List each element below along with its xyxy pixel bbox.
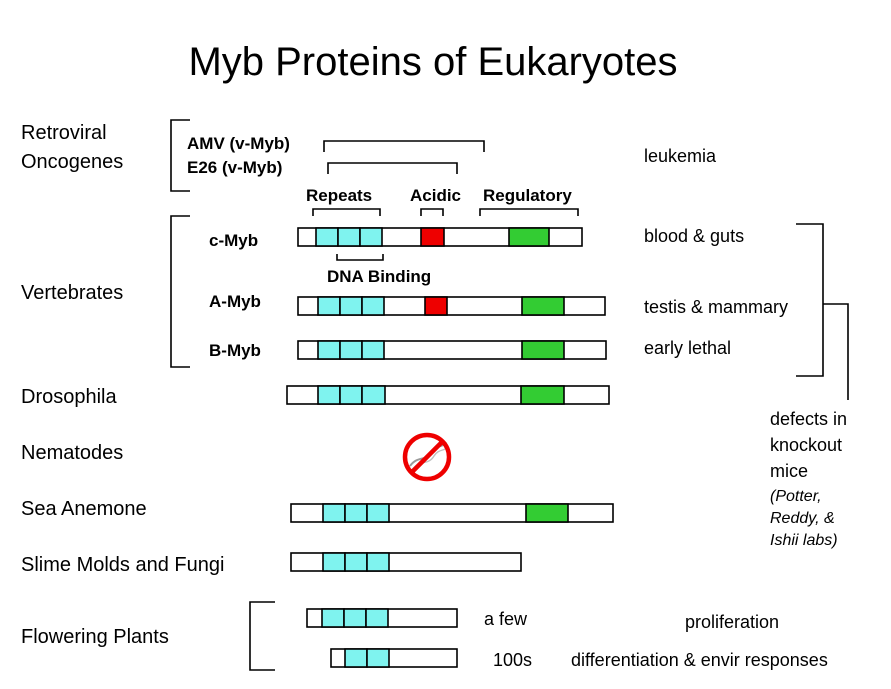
myb-repeat-2 (337, 227, 361, 247)
regulatory-domain (520, 385, 565, 405)
protein-bar-a-myb (297, 296, 606, 316)
myb-repeat-3 (361, 296, 385, 316)
note-early-lethal: early lethal (644, 338, 731, 358)
acidic-domain (420, 227, 445, 247)
note-differentiation: differentiation & envir responses (571, 650, 828, 670)
regulatory-domain (525, 503, 569, 523)
myb-repeat-3 (361, 340, 385, 360)
protein-bar-plants-100s (330, 648, 458, 668)
protein-label-e26: E26 (v-Myb) (187, 158, 282, 177)
myb-repeat-2 (339, 340, 363, 360)
protein-label-b-myb: B-Myb (209, 341, 261, 360)
protein-label-amv: AMV (v-Myb) (187, 134, 290, 153)
protein-bar-plants-a-few (306, 608, 458, 628)
myb-repeat-1 (344, 648, 368, 668)
myb-repeat-2 (339, 385, 363, 405)
protein-bar-c-myb (297, 227, 583, 247)
bracket-repeats (312, 208, 381, 216)
group-label-sea-anemone: Sea Anemone (21, 498, 147, 520)
note-ref-line2: Reddy, & (770, 510, 835, 527)
myb-repeat-2 (339, 296, 363, 316)
bracket-dna-binding (336, 254, 384, 261)
page-title: Myb Proteins of Eukaryotes (188, 40, 677, 84)
protein-bar-b-myb (297, 340, 607, 360)
note-defects-line1: defects in (770, 409, 847, 429)
bracket-regulatory (479, 208, 579, 216)
myb-repeat-3 (366, 503, 390, 523)
group-label-drosophila: Drosophila (21, 386, 117, 408)
myb-repeat-1 (315, 227, 339, 247)
note-a-few: a few (484, 609, 528, 629)
group-label-retroviral-line2: Oncogenes (21, 151, 123, 173)
protein-label-c-myb: c-Myb (209, 231, 258, 250)
bracket-vertebrates (170, 215, 190, 368)
myb-repeat-2 (344, 503, 368, 523)
group-label-slime-molds: Slime Molds and Fungi (21, 554, 224, 576)
myb-repeat-1 (317, 340, 341, 360)
span-e26 (327, 162, 458, 174)
protein-bar-slime-molds (290, 552, 522, 572)
bracket-retroviral (170, 119, 190, 192)
protein-bar-sea-anemone (290, 503, 614, 523)
domain-label-regulatory: Regulatory (483, 186, 572, 205)
myb-repeat-1 (322, 552, 346, 572)
group-label-nematodes: Nematodes (21, 442, 123, 464)
no-worm-icon (402, 432, 452, 482)
myb-repeat-3 (366, 552, 390, 572)
span-amv (323, 140, 485, 152)
note-leukemia: leukemia (644, 146, 717, 166)
note-100s: 100s (493, 650, 532, 670)
note-defects-line3: mice (770, 461, 808, 481)
protein-label-a-myb: A-Myb (209, 292, 261, 311)
domain-label-dna-binding: DNA Binding (327, 267, 431, 286)
myb-repeat-1 (317, 296, 341, 316)
myb-repeat-3 (359, 227, 383, 247)
note-testis-mammary: testis & mammary (644, 297, 788, 317)
myb-repeat-3 (361, 385, 386, 405)
bracket-flowering-plants (249, 601, 275, 671)
note-proliferation: proliferation (685, 612, 779, 632)
protein-bar-drosophila (286, 385, 610, 405)
bracket-acidic (420, 208, 444, 216)
acidic-domain (424, 296, 448, 316)
myb-repeat-3 (365, 608, 389, 628)
myb-repeat-2 (343, 608, 367, 628)
group-label-retroviral-line1: Retroviral (21, 122, 107, 144)
myb-repeat-1 (317, 385, 341, 405)
regulatory-domain (508, 227, 550, 247)
regulatory-domain (521, 340, 565, 360)
note-blood-guts: blood & guts (644, 226, 744, 246)
myb-repeat-1 (322, 503, 346, 523)
group-label-flowering-plants: Flowering Plants (21, 626, 169, 648)
myb-repeat-2 (344, 552, 368, 572)
regulatory-domain (521, 296, 565, 316)
note-ref-line3: Ishii labs) (770, 532, 838, 549)
myb-repeat-2 (366, 648, 390, 668)
note-ref-line1: (Potter, (770, 488, 822, 505)
bracket-knockout (796, 223, 824, 377)
group-label-vertebrates: Vertebrates (21, 282, 123, 304)
myb-repeat-1 (321, 608, 345, 628)
note-defects-line2: knockout (770, 435, 842, 455)
domain-label-acidic: Acidic (410, 186, 461, 205)
connector-knockout (823, 303, 849, 400)
domain-label-repeats: Repeats (306, 186, 372, 205)
